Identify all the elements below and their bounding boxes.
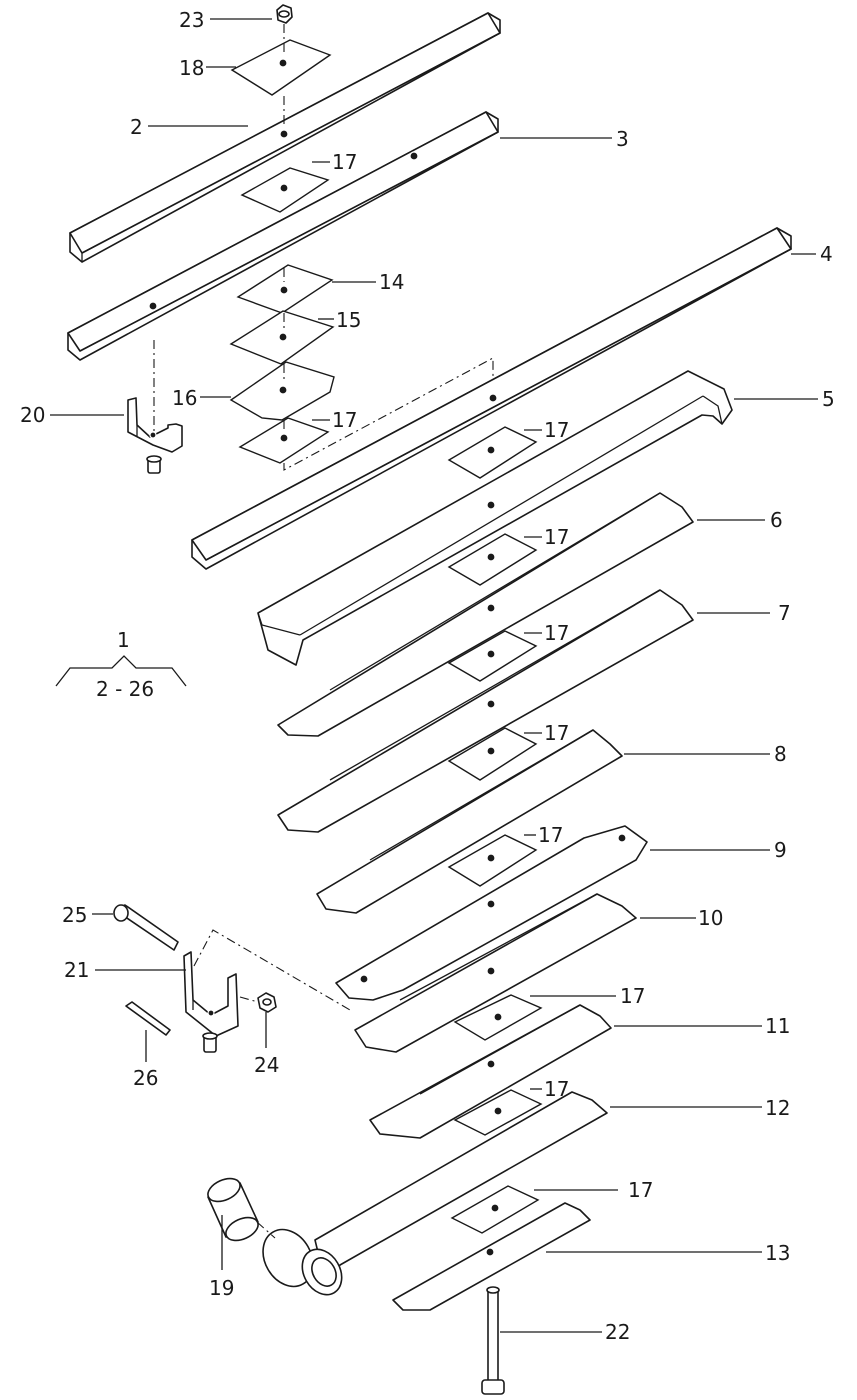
- pad-17-e: [447, 630, 538, 682]
- pad-17-j: [450, 1185, 540, 1234]
- callout-24: 24: [254, 1053, 279, 1077]
- callout-13: 13: [765, 1241, 790, 1265]
- callout-19: 19: [209, 1276, 234, 1300]
- callout-21: 21: [64, 958, 89, 982]
- pad-17-i: [453, 1089, 543, 1136]
- nut-24: [257, 992, 277, 1013]
- callout-10: 10: [698, 906, 723, 930]
- leaf-6: [277, 492, 694, 737]
- callout-26: 26: [133, 1066, 158, 1090]
- pad-17-g: [447, 834, 538, 887]
- callout-3: 3: [616, 127, 629, 151]
- pad-17-d: [447, 533, 538, 586]
- callout-17-h: 17: [620, 984, 645, 1008]
- callout-25: 25: [62, 903, 87, 927]
- callout-16: 16: [172, 386, 197, 410]
- bolt-22: [481, 1286, 505, 1395]
- callout-11: 11: [765, 1014, 790, 1038]
- pad-17-c: [447, 426, 538, 479]
- leaf-3: [67, 111, 499, 361]
- leaf-11: [369, 1004, 612, 1139]
- pad-17-a: [240, 167, 330, 213]
- nut-23: [276, 4, 293, 24]
- pin-26: [125, 1001, 171, 1036]
- callout-20: 20: [20, 403, 45, 427]
- callout-8: 8: [774, 742, 787, 766]
- callout-23: 23: [179, 8, 204, 32]
- leader-lines: [50, 18, 818, 1333]
- leaf-2: [69, 12, 501, 263]
- spacer-15: [229, 310, 335, 365]
- u-clip-21: [183, 951, 239, 1053]
- leaf-9: [335, 825, 648, 1001]
- leaf-13: [392, 1202, 591, 1311]
- spacer-14: [236, 264, 334, 314]
- callout-17-c: 17: [544, 418, 569, 442]
- callout-2: 2: [130, 115, 143, 139]
- assembly-bracket: [55, 655, 187, 687]
- callout-6: 6: [770, 508, 783, 532]
- callout-14: 14: [379, 270, 404, 294]
- assembly-number: 1: [117, 628, 130, 652]
- callout-9: 9: [774, 838, 787, 862]
- callout-17-b: 17: [332, 408, 357, 432]
- spacer-16: [229, 361, 335, 421]
- leaf-7: [277, 589, 694, 833]
- bushing-19: [207, 1177, 259, 1242]
- u-clip-20: [127, 397, 183, 474]
- callout-17-g: 17: [538, 823, 563, 847]
- callout-4: 4: [820, 242, 833, 266]
- assembly-range: 2 - 26: [96, 677, 154, 701]
- plate-18: [230, 39, 332, 96]
- callout-15: 15: [336, 308, 361, 332]
- pad-17-h: [453, 994, 543, 1041]
- callout-18: 18: [179, 56, 204, 80]
- callout-22: 22: [605, 1320, 630, 1344]
- callout-12: 12: [765, 1096, 790, 1120]
- callout-7: 7: [778, 601, 791, 625]
- bolt-25: [113, 904, 179, 951]
- callout-17-i: 17: [544, 1077, 569, 1101]
- callout-5: 5: [822, 387, 835, 411]
- callout-17-d: 17: [544, 525, 569, 549]
- callout-labels: 23 18 2 3 17 4 14 15 16 17 20 5 17 6 17 …: [20, 8, 835, 1344]
- leaf-12: [262, 1091, 608, 1296]
- leaf-8: [316, 729, 623, 914]
- leaf-5: [257, 370, 733, 666]
- callout-17-a: 17: [332, 150, 357, 174]
- callout-17-j: 17: [628, 1178, 653, 1202]
- callout-17-e: 17: [544, 621, 569, 645]
- pad-17-b: [238, 417, 330, 464]
- leaf-10: [354, 893, 637, 1053]
- leaf-4: [191, 227, 792, 570]
- callout-17-f: 17: [544, 721, 569, 745]
- pad-17-f: [447, 727, 538, 781]
